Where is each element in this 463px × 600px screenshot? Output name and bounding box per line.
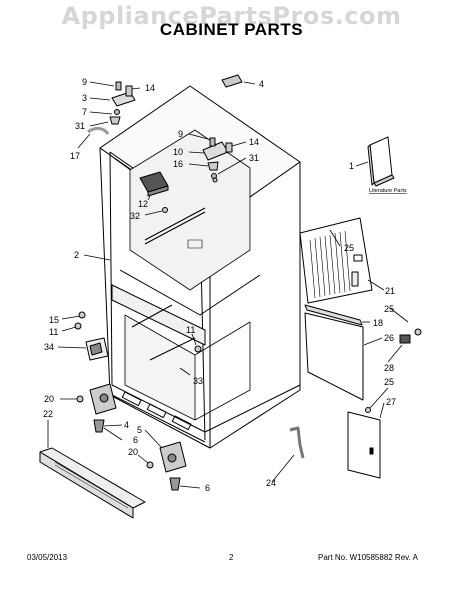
screw-11 <box>74 322 82 330</box>
rear-grille-panel <box>299 217 373 304</box>
callout-1: 1 <box>349 161 354 171</box>
callout-25a: 25 <box>344 243 354 253</box>
callout-labels: 9 14 3 7 31 17 4 9 14 10 16 31 1 12 32 2… <box>43 77 407 493</box>
callout-25c: 25 <box>384 377 394 387</box>
callout-21: 21 <box>385 286 395 296</box>
callout-17: 17 <box>70 151 80 161</box>
callout-20a: 20 <box>44 394 54 404</box>
callout-5: 5 <box>137 425 142 435</box>
footer-part-number: Part No. W10585882 Rev. A <box>318 553 418 562</box>
lower-back-panel <box>304 312 364 401</box>
callout-10: 10 <box>173 147 183 157</box>
base-grille <box>39 447 146 519</box>
screw-15 <box>78 311 86 319</box>
screw-32 <box>162 207 168 213</box>
literature-label: Literature Parts <box>369 188 407 194</box>
callout-31b: 31 <box>249 153 259 163</box>
watermark: AppliancePartsPros.com <box>61 2 402 30</box>
callout-7: 7 <box>82 107 87 117</box>
callout-4b: 4 <box>124 420 129 430</box>
callout-33: 33 <box>193 376 203 386</box>
callout-11a: 11 <box>49 327 58 337</box>
callout-12: 12 <box>138 199 148 209</box>
callout-26: 26 <box>384 333 394 343</box>
literature-booklet <box>367 136 395 187</box>
callout-11b: 11 <box>186 325 195 335</box>
screw-11b <box>194 345 202 353</box>
callout-22: 22 <box>43 409 53 419</box>
callout-24: 24 <box>266 478 276 488</box>
callout-20b: 20 <box>128 447 138 457</box>
rear-rail <box>304 304 363 326</box>
lower-hinge-right <box>146 441 187 491</box>
callout-6b: 6 <box>205 483 210 493</box>
footer-date: 03/05/2013 <box>27 553 68 562</box>
top-hinge-left <box>87 81 136 135</box>
callout-31a: 31 <box>75 121 85 131</box>
callout-16: 16 <box>173 159 183 169</box>
page-title: CABINET PARTS <box>159 20 304 39</box>
callout-2: 2 <box>74 250 79 260</box>
callout-25b: 25 <box>384 304 394 314</box>
tool-24 <box>289 426 305 459</box>
clip-28 <box>399 328 422 344</box>
callout-14a: 14 <box>145 83 155 93</box>
leader-lines <box>47 81 409 489</box>
callout-3: 3 <box>82 93 87 103</box>
callout-15: 15 <box>49 315 59 325</box>
screw-31 <box>212 177 218 183</box>
callout-6a: 6 <box>133 435 138 445</box>
cabinet-body <box>99 85 301 449</box>
callout-4: 4 <box>259 79 264 89</box>
callout-18: 18 <box>373 318 383 328</box>
access-cover <box>347 411 381 479</box>
callout-27: 27 <box>386 397 396 407</box>
callout-34: 34 <box>44 342 54 352</box>
callout-9b: 9 <box>178 129 183 139</box>
lower-hinge-left <box>76 383 117 433</box>
callout-14b: 14 <box>249 137 259 147</box>
callout-9a: 9 <box>82 77 87 87</box>
footer-page-number: 2 <box>229 553 234 562</box>
callout-32: 32 <box>130 211 140 221</box>
callout-28: 28 <box>384 363 394 373</box>
electrical-cover <box>85 337 109 361</box>
top-pad <box>221 74 243 88</box>
